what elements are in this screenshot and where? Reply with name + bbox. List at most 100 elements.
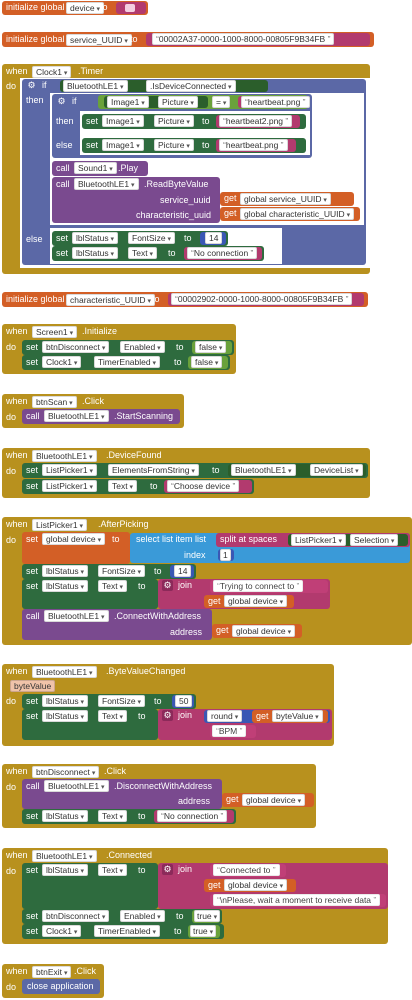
- text-block[interactable]: No connection: [184, 247, 262, 260]
- text-value[interactable]: No connection: [187, 247, 258, 259]
- number-block[interactable]: 14: [200, 232, 226, 245]
- component-field[interactable]: BluetoothLE1: [74, 178, 139, 190]
- ble-devicelist-getter[interactable]: BluetoothLE1 DeviceList: [228, 464, 366, 477]
- property-field[interactable]: TimerEnabled: [94, 925, 161, 937]
- number-block[interactable]: 14: [170, 565, 194, 578]
- set-listpicker-text-block[interactable]: set ListPicker1 Text to Choose device: [22, 479, 254, 494]
- boolean-block[interactable]: true: [192, 910, 221, 923]
- property-field[interactable]: FontSize: [98, 695, 146, 707]
- component-field[interactable]: Clock1: [32, 66, 72, 78]
- variable-field[interactable]: global service_UUID: [240, 193, 331, 205]
- init-global-characteristic-uuid-block[interactable]: initialize global characteristic_UUID to…: [2, 292, 368, 307]
- component-field[interactable]: btnDisconnect: [42, 341, 110, 353]
- boolean-value[interactable]: false: [191, 356, 223, 368]
- set-lblstatus-text-block[interactable]: set lblStatus Text to No connection: [22, 809, 236, 824]
- gear-icon[interactable]: ⚙: [56, 96, 67, 107]
- text-value[interactable]: Choose device: [167, 480, 240, 492]
- set-lblstatus-fontsize-block[interactable]: set lblStatus FontSize to 14: [52, 231, 228, 246]
- call-connect-with-address-block[interactable]: call BluetoothLE1 .ConnectWithAddress ad…: [22, 609, 212, 640]
- text-block[interactable]: Choose device: [164, 480, 252, 493]
- number-value[interactable]: 14: [174, 565, 192, 577]
- text-value[interactable]: heartbeat.png: [219, 139, 288, 151]
- component-field[interactable]: Screen1: [32, 326, 78, 338]
- property-field[interactable]: FontSize: [98, 565, 146, 577]
- get-global-device-block[interactable]: get global device: [222, 793, 314, 807]
- text-value[interactable]: heartbeat.png: [241, 96, 310, 108]
- set-lblstatus-text-block[interactable]: set lblStatus Text to No connection: [52, 246, 264, 261]
- gear-icon[interactable]: ⚙: [162, 864, 173, 875]
- text-value[interactable]: \nPlease, wait a moment to receive data: [213, 894, 381, 906]
- boolean-block[interactable]: false: [192, 341, 232, 354]
- get-characteristic-uuid-block[interactable]: get global characteristic_UUID: [220, 207, 360, 221]
- variable-field[interactable]: global device: [224, 879, 288, 891]
- component-field[interactable]: lblStatus: [42, 695, 89, 707]
- component-field[interactable]: BluetoothLE1: [32, 850, 97, 862]
- set-lblstatus-text-block[interactable]: set lblStatus Text to: [22, 579, 158, 609]
- component-field[interactable]: Sound1: [74, 162, 117, 174]
- boolean-block[interactable]: true: [188, 925, 220, 938]
- text-value[interactable]: Trying to connect to: [213, 580, 304, 592]
- text-value[interactable]: No connection: [157, 810, 228, 822]
- boolean-value[interactable]: false: [195, 341, 227, 353]
- var-name-field[interactable]: device: [66, 2, 105, 14]
- text-block[interactable]: 00002902-0000-1000-8000-00805F9B34FB: [168, 293, 364, 306]
- component-field[interactable]: lblStatus: [42, 710, 89, 722]
- set-btndisconnect-enabled-block[interactable]: set btnDisconnect Enabled to false: [22, 340, 234, 355]
- get-bytevalue-block[interactable]: get byteValue: [252, 710, 328, 723]
- set-clock-timerenabled-block[interactable]: set Clock1 TimerEnabled to true: [22, 924, 224, 939]
- property-field[interactable]: Selection: [350, 534, 399, 546]
- set-lblstatus-fontsize-block[interactable]: set lblStatus FontSize to 14: [22, 564, 196, 579]
- number-value[interactable]: 1: [220, 549, 231, 561]
- join-block[interactable]: ⚙ join Connected to get global device \n…: [158, 863, 388, 909]
- gear-icon[interactable]: ⚙: [26, 80, 37, 91]
- component-field[interactable]: BluetoothLE1: [44, 610, 109, 622]
- component-field[interactable]: btnDisconnect: [32, 766, 100, 778]
- variable-field[interactable]: global device: [224, 595, 288, 607]
- gear-icon[interactable]: ⚙: [162, 580, 173, 591]
- text-block[interactable]: No connection: [154, 810, 234, 823]
- set-global-device-block[interactable]: set global device to: [22, 532, 130, 564]
- component-field[interactable]: Clock1: [42, 356, 82, 368]
- component-field[interactable]: Clock1: [42, 925, 82, 937]
- init-global-service-uuid-block[interactable]: initialize global service_UUID to 00002A…: [2, 32, 374, 47]
- get-global-device-block[interactable]: get global device: [204, 595, 294, 608]
- property-field[interactable]: FontSize: [128, 232, 176, 244]
- number-block[interactable]: 1: [218, 549, 234, 561]
- text-block[interactable]: BPM: [210, 725, 256, 738]
- split-at-spaces-block[interactable]: split at spaces ListPicker1 Selection: [216, 533, 410, 547]
- var-name-field[interactable]: service_UUID: [66, 34, 132, 46]
- call-read-byte-value-block[interactable]: call BluetoothLE1 .ReadByteValue service…: [52, 177, 220, 223]
- get-global-device-block[interactable]: get global device: [204, 879, 296, 892]
- service-uuid-value[interactable]: 00002A37-0000-1000-8000-00805F9B34FB: [152, 33, 335, 45]
- param-field[interactable]: byteValue: [10, 680, 56, 692]
- component-field[interactable]: Image1: [102, 115, 144, 127]
- text-block[interactable]: heartbeat.png: [216, 139, 296, 152]
- text-block[interactable]: heartbeat.png: [238, 96, 310, 108]
- component-field[interactable]: BluetoothLE1: [32, 666, 97, 678]
- component-field[interactable]: ListPicker1: [291, 534, 347, 546]
- join-block[interactable]: ⚙ join round get byteValue BPM: [158, 709, 332, 740]
- image-picture-getter[interactable]: Image1 Picture: [104, 96, 208, 108]
- set-listpicker-elements-block[interactable]: set ListPicker1 ElementsFromString to Bl…: [22, 463, 368, 478]
- call-start-scanning-block[interactable]: call BluetoothLE1 .StartScanning: [22, 409, 180, 424]
- number-value[interactable]: 50: [175, 695, 193, 707]
- join-block[interactable]: ⚙ join Trying to connect to get global d…: [158, 579, 330, 609]
- component-field[interactable]: BluetoothLE1: [44, 780, 109, 792]
- text-block[interactable]: \nPlease, wait a moment to receive data: [210, 894, 386, 907]
- set-clock-timerenabled-block[interactable]: set Clock1 TimerEnabled to false: [22, 355, 230, 370]
- component-field[interactable]: lblStatus: [72, 247, 119, 259]
- component-field[interactable]: BluetoothLE1: [63, 80, 128, 92]
- create-empty-list-block[interactable]: [116, 2, 146, 14]
- variable-field[interactable]: global device: [232, 625, 296, 637]
- close-application-block[interactable]: close application: [22, 979, 100, 994]
- boolean-block[interactable]: false: [188, 356, 228, 369]
- property-field[interactable]: .IsDeviceConnected: [146, 80, 236, 92]
- component-field[interactable]: ListPicker1: [42, 464, 98, 476]
- component-field[interactable]: BluetoothLE1: [32, 450, 97, 462]
- property-field[interactable]: Picture: [158, 96, 198, 108]
- number-value[interactable]: 14: [205, 232, 223, 244]
- property-field[interactable]: TimerEnabled: [94, 356, 161, 368]
- listpicker-selection-getter[interactable]: ListPicker1 Selection: [288, 534, 408, 546]
- get-service-uuid-block[interactable]: get global service_UUID: [220, 192, 354, 206]
- property-field[interactable]: Picture: [154, 139, 194, 151]
